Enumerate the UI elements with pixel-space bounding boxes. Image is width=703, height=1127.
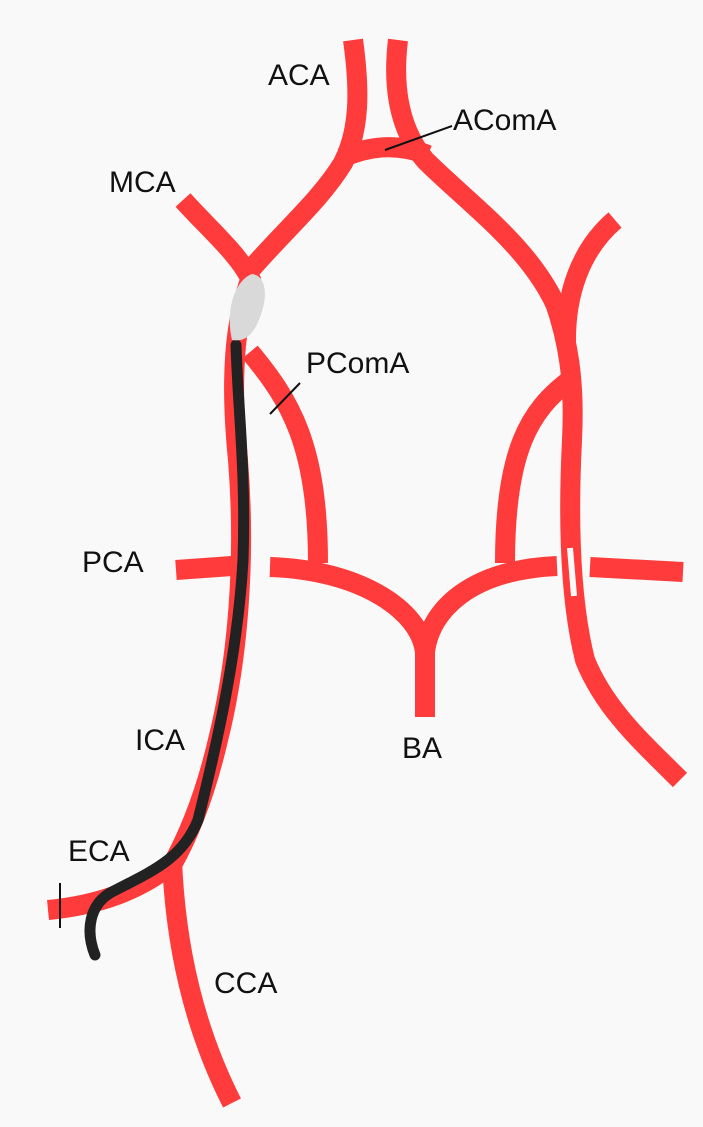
pca-right-distal-vessel xyxy=(590,567,683,572)
label-pca: PCA xyxy=(82,546,144,579)
ica-right-vessel xyxy=(554,300,680,780)
balloon-occlusion xyxy=(230,274,265,340)
label-cca: CCA xyxy=(214,967,277,1000)
pca-right-proximal-vessel xyxy=(425,566,557,652)
aca-right-vessel xyxy=(396,40,560,315)
label-eca: ECA xyxy=(68,835,130,868)
mca-right-vessel xyxy=(566,220,615,345)
pca-left-distal-vessel xyxy=(176,566,232,570)
pcoma-left-vessel xyxy=(250,352,318,563)
mca-left-vessel xyxy=(183,200,252,282)
label-mca: MCA xyxy=(109,166,176,199)
pcoma-right-vessel xyxy=(505,380,570,563)
acoma-vessel xyxy=(342,147,428,158)
label-acoma: AComA xyxy=(453,104,556,137)
vessel-gap xyxy=(570,548,574,596)
label-aca: ACA xyxy=(268,59,330,92)
pca-left-proximal-vessel xyxy=(270,567,425,652)
label-pcoma: PComA xyxy=(306,347,409,380)
label-ica: ICA xyxy=(135,724,185,757)
label-ba: BA xyxy=(402,732,442,765)
